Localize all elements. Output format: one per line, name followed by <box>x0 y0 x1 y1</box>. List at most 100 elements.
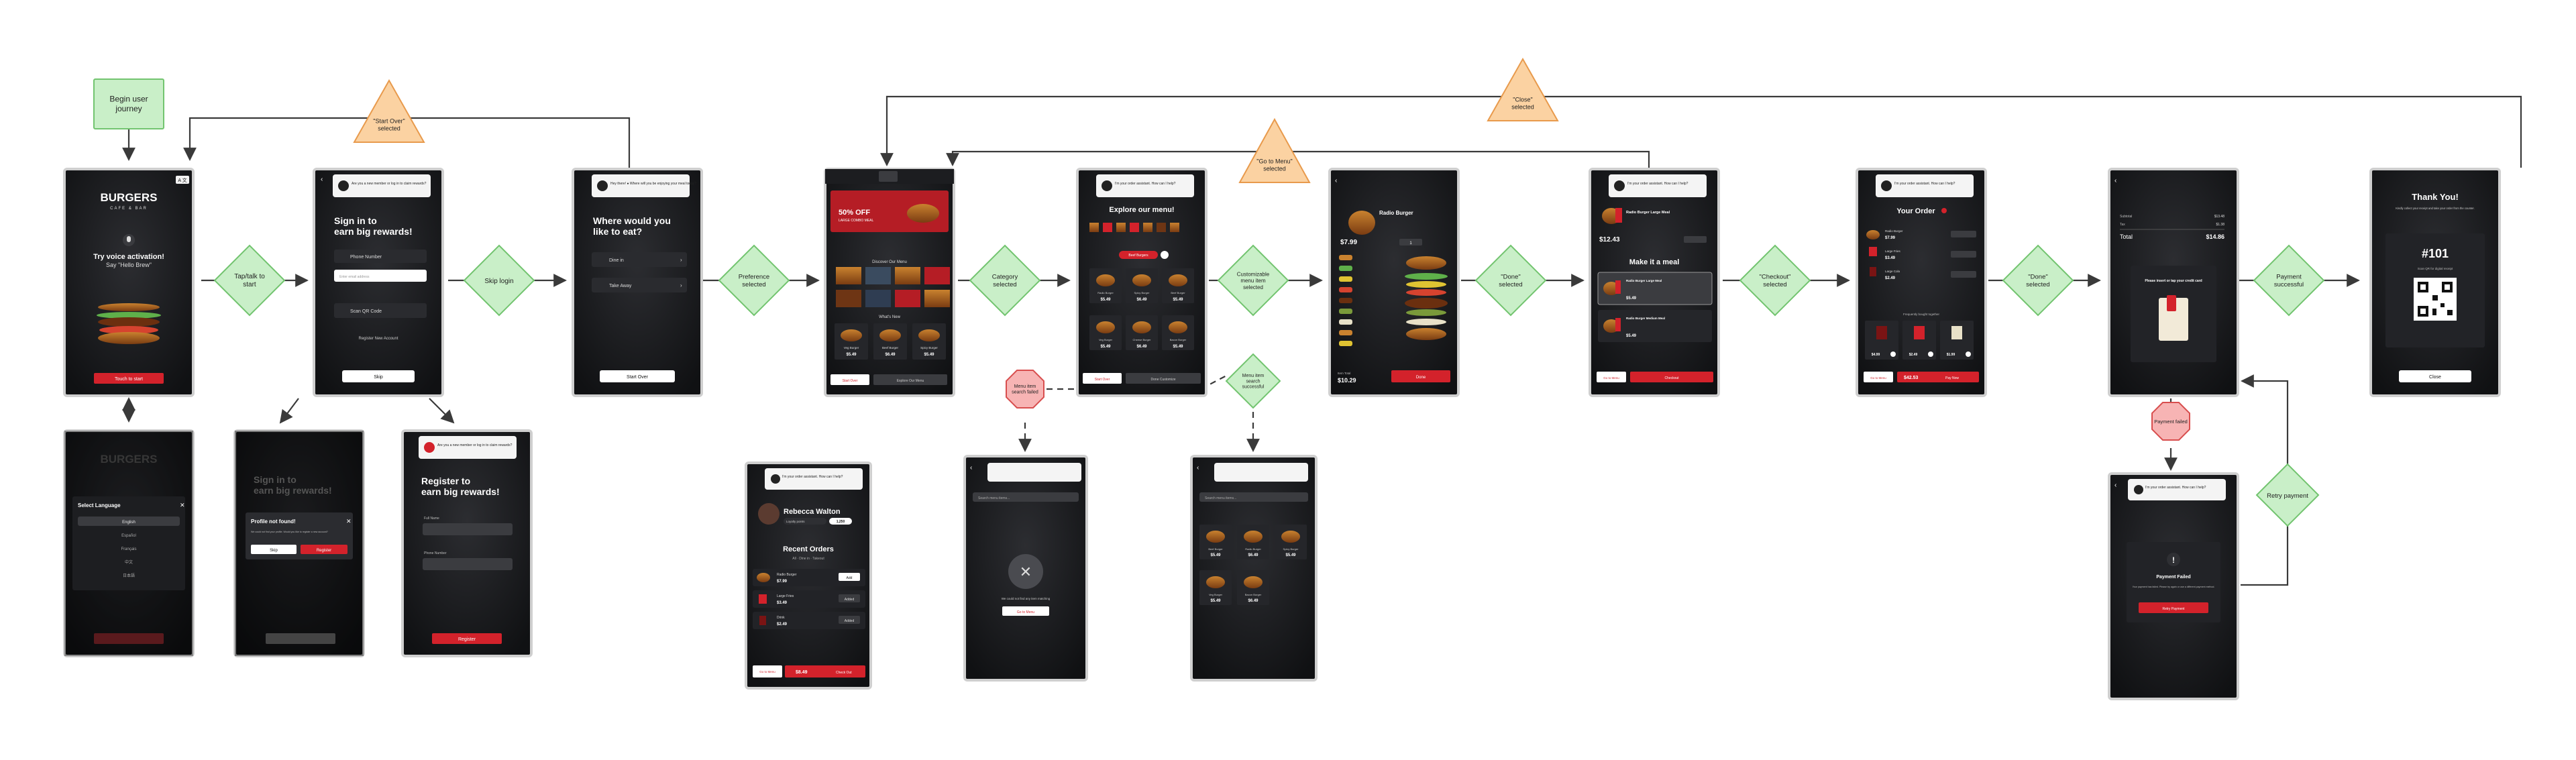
svg-text:$7.99: $7.99 <box>1885 236 1896 240</box>
svg-text:Discover Our Menu: Discover Our Menu <box>872 260 907 264</box>
start-over-button[interactable] <box>600 370 675 382</box>
svg-text:Close: Close <box>2429 375 2441 380</box>
decision-checkout: "Checkout"selected <box>1739 244 1811 317</box>
notfound-skip-button[interactable] <box>251 545 297 554</box>
svg-text:✕: ✕ <box>1020 563 1032 580</box>
home-start-over-button[interactable] <box>830 374 869 385</box>
svg-text:Spicy Burger: Spicy Burger <box>1283 547 1299 551</box>
meal-checkout-button[interactable] <box>1630 372 1713 382</box>
register-button[interactable] <box>432 633 502 644</box>
svg-text:Large Fries: Large Fries <box>1885 250 1901 253</box>
svg-text:Sign in to: Sign in to <box>334 215 377 226</box>
explore-menu-button[interactable] <box>873 374 947 385</box>
svg-text:I'm your order assistant. How: I'm your order assistant. How can I help… <box>1627 182 1688 186</box>
svg-text:Add: Add <box>847 576 853 580</box>
svg-text:›: › <box>680 282 682 288</box>
svg-text:"Done"selected: "Done"selected <box>1499 273 1522 288</box>
profile-menu-button[interactable] <box>753 665 782 677</box>
error-payfail: Payment failed <box>2151 402 2190 441</box>
svg-text:Checkout: Checkout <box>1664 376 1679 380</box>
avatar <box>758 503 780 525</box>
screen-profile: I'm your order assistant. How can I help… <box>745 462 872 690</box>
svg-text:$14.86: $14.86 <box>2206 233 2224 240</box>
svg-text:$3.49: $3.49 <box>777 601 788 605</box>
svg-text:‹: ‹ <box>970 464 972 472</box>
svg-text:!: ! <box>2172 555 2175 565</box>
svg-text:$12.43: $12.43 <box>1599 236 1620 243</box>
svg-text:Thank You!: Thank You! <box>2412 192 2459 202</box>
notfound-register-button[interactable] <box>301 545 347 554</box>
svg-text:Take Away: Take Away <box>609 284 632 288</box>
decision-retry: Retry payment <box>2255 463 2320 527</box>
explore-done-button[interactable] <box>1126 373 1201 384</box>
svg-text:$6.49: $6.49 <box>1248 599 1258 603</box>
svg-text:BURGERS: BURGERS <box>100 453 157 466</box>
dine-in-option[interactable] <box>592 252 687 267</box>
svg-text:Français: Français <box>121 547 136 551</box>
svg-text:Search menu items...: Search menu items... <box>978 496 1010 500</box>
decision-skip: Skip login <box>463 244 535 317</box>
svg-text:Explore Our Menu: Explore Our Menu <box>897 379 924 383</box>
svg-text:like to eat?: like to eat? <box>593 226 642 237</box>
svg-text:Select Language: Select Language <box>78 502 121 508</box>
warning-close: "Close"selected <box>1487 57 1559 121</box>
svg-text:Cheese Burger: Cheese Burger <box>1133 338 1152 341</box>
svg-text:$42.53: $42.53 <box>1904 376 1919 380</box>
start-button[interactable] <box>94 373 164 384</box>
svg-text:Retry Payment: Retry Payment <box>2162 607 2185 611</box>
svg-text:English: English <box>122 521 136 525</box>
svg-text:1,250: 1,250 <box>837 520 845 524</box>
svg-text:Go to Menu: Go to Menu <box>1603 376 1619 380</box>
svg-text:Sign in to: Sign in to <box>254 474 297 485</box>
svg-text:Radio Burger Large Meal: Radio Burger Large Meal <box>1626 211 1670 215</box>
svg-text:Radio Burger: Radio Burger <box>1379 210 1413 216</box>
svg-text:$10.29: $10.29 <box>1338 377 1356 384</box>
svg-text:$5.49: $5.49 <box>1626 296 1637 301</box>
decision-done1: "Done"selected <box>1474 244 1547 317</box>
svg-text:Beef Burger: Beef Burger <box>1208 547 1223 551</box>
order-menu-button[interactable] <box>1864 372 1893 382</box>
svg-text:$5.49: $5.49 <box>1100 298 1111 302</box>
svg-text:✕: ✕ <box>346 518 352 525</box>
svg-text:LARGE COMBO MEAL: LARGE COMBO MEAL <box>839 219 873 223</box>
connectors <box>122 95 2522 586</box>
explore-start-over-button[interactable] <box>1083 373 1122 384</box>
svg-text:Bacon Burger: Bacon Burger <box>1170 338 1187 341</box>
screen-thanks: Thank You! Kindly collect your receipt a… <box>2369 168 2501 397</box>
meal-menu-button[interactable] <box>1597 372 1626 382</box>
svg-text:$5.49: $5.49 <box>1285 553 1296 557</box>
retry-payment-button[interactable] <box>2139 602 2208 613</box>
language-button[interactable]: A 文 <box>178 177 186 183</box>
screen-searchfail: ‹ Search menu items... ✕ We could not fi… <box>963 455 1088 682</box>
svg-text:Subtotal: Subtotal <box>2120 215 2132 219</box>
svg-text:$4.99: $4.99 <box>1872 353 1880 357</box>
searchfail-menu-button[interactable] <box>1002 606 1049 616</box>
svg-text:Español: Español <box>121 534 136 538</box>
close-button[interactable] <box>2399 370 2471 382</box>
take-away-option[interactable] <box>592 278 687 292</box>
svg-text:Scan QR for digital receipt: Scan QR for digital receipt <box>2418 267 2453 270</box>
svg-text:Start Over: Start Over <box>843 379 858 383</box>
svg-text:Skip: Skip <box>374 375 383 380</box>
pay-now-button[interactable] <box>1897 372 1979 382</box>
svg-text:Go to Menu: Go to Menu <box>1017 610 1034 614</box>
svg-text:‹: ‹ <box>2114 177 2116 184</box>
custom-done-button[interactable] <box>1391 370 1450 382</box>
skip-button[interactable] <box>342 370 415 382</box>
svg-text:$6.49: $6.49 <box>885 353 896 357</box>
svg-text:Profile not found!: Profile not found! <box>251 519 296 525</box>
svg-text:earn big rewards!: earn big rewards! <box>254 485 332 496</box>
svg-text:Payment Failed: Payment Failed <box>2156 575 2190 580</box>
svg-text:Register: Register <box>458 637 476 642</box>
svg-text:$5.49: $5.49 <box>846 353 857 357</box>
svg-text:$5.49: $5.49 <box>1173 298 1183 302</box>
svg-text:‹: ‹ <box>1197 464 1199 472</box>
svg-text:All · Dine in · Takeout: All · Dine in · Takeout <box>792 557 824 561</box>
svg-text:$5.49: $5.49 <box>1210 553 1221 557</box>
